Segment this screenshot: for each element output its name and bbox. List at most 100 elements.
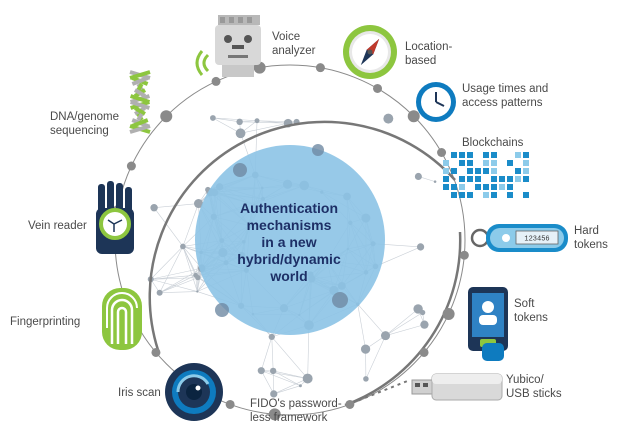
ring-node <box>160 110 173 123</box>
mesh-node <box>420 320 429 329</box>
mesh-line <box>182 203 199 247</box>
blockchain-block <box>443 176 449 182</box>
blockchain-block <box>443 160 449 166</box>
label-voice-analyzer: Voice analyzer <box>272 31 316 57</box>
blockchain-block <box>515 152 521 158</box>
blockchain-block <box>451 168 457 174</box>
mesh-line <box>240 122 289 134</box>
mesh-line <box>150 277 198 280</box>
blockchain-block <box>523 176 529 182</box>
blockchain-grid-icon <box>443 152 529 198</box>
smartphone-icon <box>468 287 508 361</box>
blockchain-block <box>467 160 473 166</box>
mesh-line <box>159 246 184 293</box>
dna-rung <box>134 106 146 116</box>
mesh-node <box>414 172 422 180</box>
blockchain-block <box>467 176 473 182</box>
usb-stick-icon <box>411 373 503 401</box>
blockchain-block <box>475 184 481 190</box>
blockchain-block <box>459 184 465 190</box>
label-location-based: Location- based <box>405 41 453 67</box>
mesh-line <box>272 370 275 394</box>
ring-node <box>211 76 221 86</box>
blockchain-block <box>491 152 497 158</box>
mesh-line <box>153 207 184 247</box>
blockchain-block <box>483 192 489 198</box>
label-soft-tokens: Soft tokens <box>514 298 548 324</box>
dna-rung <box>133 88 147 98</box>
label-fingerprinting: Fingerprinting <box>10 316 81 328</box>
label-vein-reader: Vein reader <box>28 220 87 232</box>
mesh-line <box>307 325 310 379</box>
label-usage-times: Usage times and access patterns <box>462 83 549 109</box>
mesh-node <box>236 118 243 126</box>
blockchain-block <box>499 176 505 182</box>
mesh-node <box>235 128 246 139</box>
mesh-accent-node <box>312 144 324 156</box>
mesh-node <box>419 309 426 316</box>
iris-eye-icon <box>165 363 223 421</box>
blockchain-block <box>491 168 497 174</box>
mesh-node <box>194 198 204 209</box>
mesh-line <box>150 278 198 292</box>
dna-rung <box>130 100 150 110</box>
center-circle <box>195 145 385 335</box>
blockchain-block <box>459 192 465 198</box>
mesh-line <box>260 336 273 371</box>
mesh-node <box>269 367 277 375</box>
mesh-line <box>182 246 199 278</box>
mesh-line <box>182 246 198 292</box>
blockchain-block <box>459 176 465 182</box>
blockchain-block <box>483 152 489 158</box>
blockchain-block <box>443 184 449 190</box>
center-title: Authentication mechanisms in a new hybri… <box>237 200 341 284</box>
mesh-line <box>273 370 301 386</box>
blockchain-block <box>451 192 457 198</box>
clock-icon <box>416 82 456 122</box>
ring-node <box>437 148 447 157</box>
blockchain-block <box>507 160 513 166</box>
label-yubico-usb: Yubico/ USB sticks <box>506 374 562 400</box>
mesh-line <box>257 120 289 124</box>
blockchain-block <box>523 168 529 174</box>
label-fido-framework: FIDO's password- less framework <box>250 398 342 424</box>
ring-node <box>315 63 325 73</box>
mesh-line <box>365 335 386 380</box>
mesh-accent-node <box>233 163 247 177</box>
vein-hand-icon <box>96 181 134 254</box>
mesh-line <box>261 370 301 387</box>
ring-node <box>151 347 161 357</box>
blockchain-block <box>467 152 473 158</box>
mesh-node <box>180 243 186 250</box>
mesh-node <box>268 333 275 341</box>
mesh-node <box>210 115 216 121</box>
mesh-node <box>156 289 163 296</box>
dna-rung <box>136 112 144 122</box>
ring-node <box>442 307 455 320</box>
mesh-line <box>357 304 366 350</box>
blockchain-block <box>523 160 529 166</box>
mesh-node <box>298 384 302 388</box>
mesh-line <box>159 267 202 293</box>
blockchain-block <box>459 152 465 158</box>
mesh-line <box>273 370 308 379</box>
dna-rung <box>129 124 151 134</box>
mesh-line <box>212 117 240 123</box>
blockchain-block <box>451 152 457 158</box>
blockchain-block <box>483 160 489 166</box>
mesh-line <box>271 336 274 371</box>
blockchain-block <box>491 176 497 182</box>
mesh-line <box>212 117 258 122</box>
label-blockchains: Blockchains <box>462 137 524 149</box>
blockchain-block <box>491 160 497 166</box>
mesh-line <box>261 370 275 395</box>
mesh-accent-node <box>332 292 348 308</box>
mesh-node <box>433 180 437 183</box>
mesh-node <box>360 344 371 354</box>
ring-node <box>345 399 355 409</box>
ring-node <box>419 347 429 357</box>
mesh-line <box>150 267 202 280</box>
blockchain-block <box>451 184 457 190</box>
mesh-node <box>363 376 369 382</box>
